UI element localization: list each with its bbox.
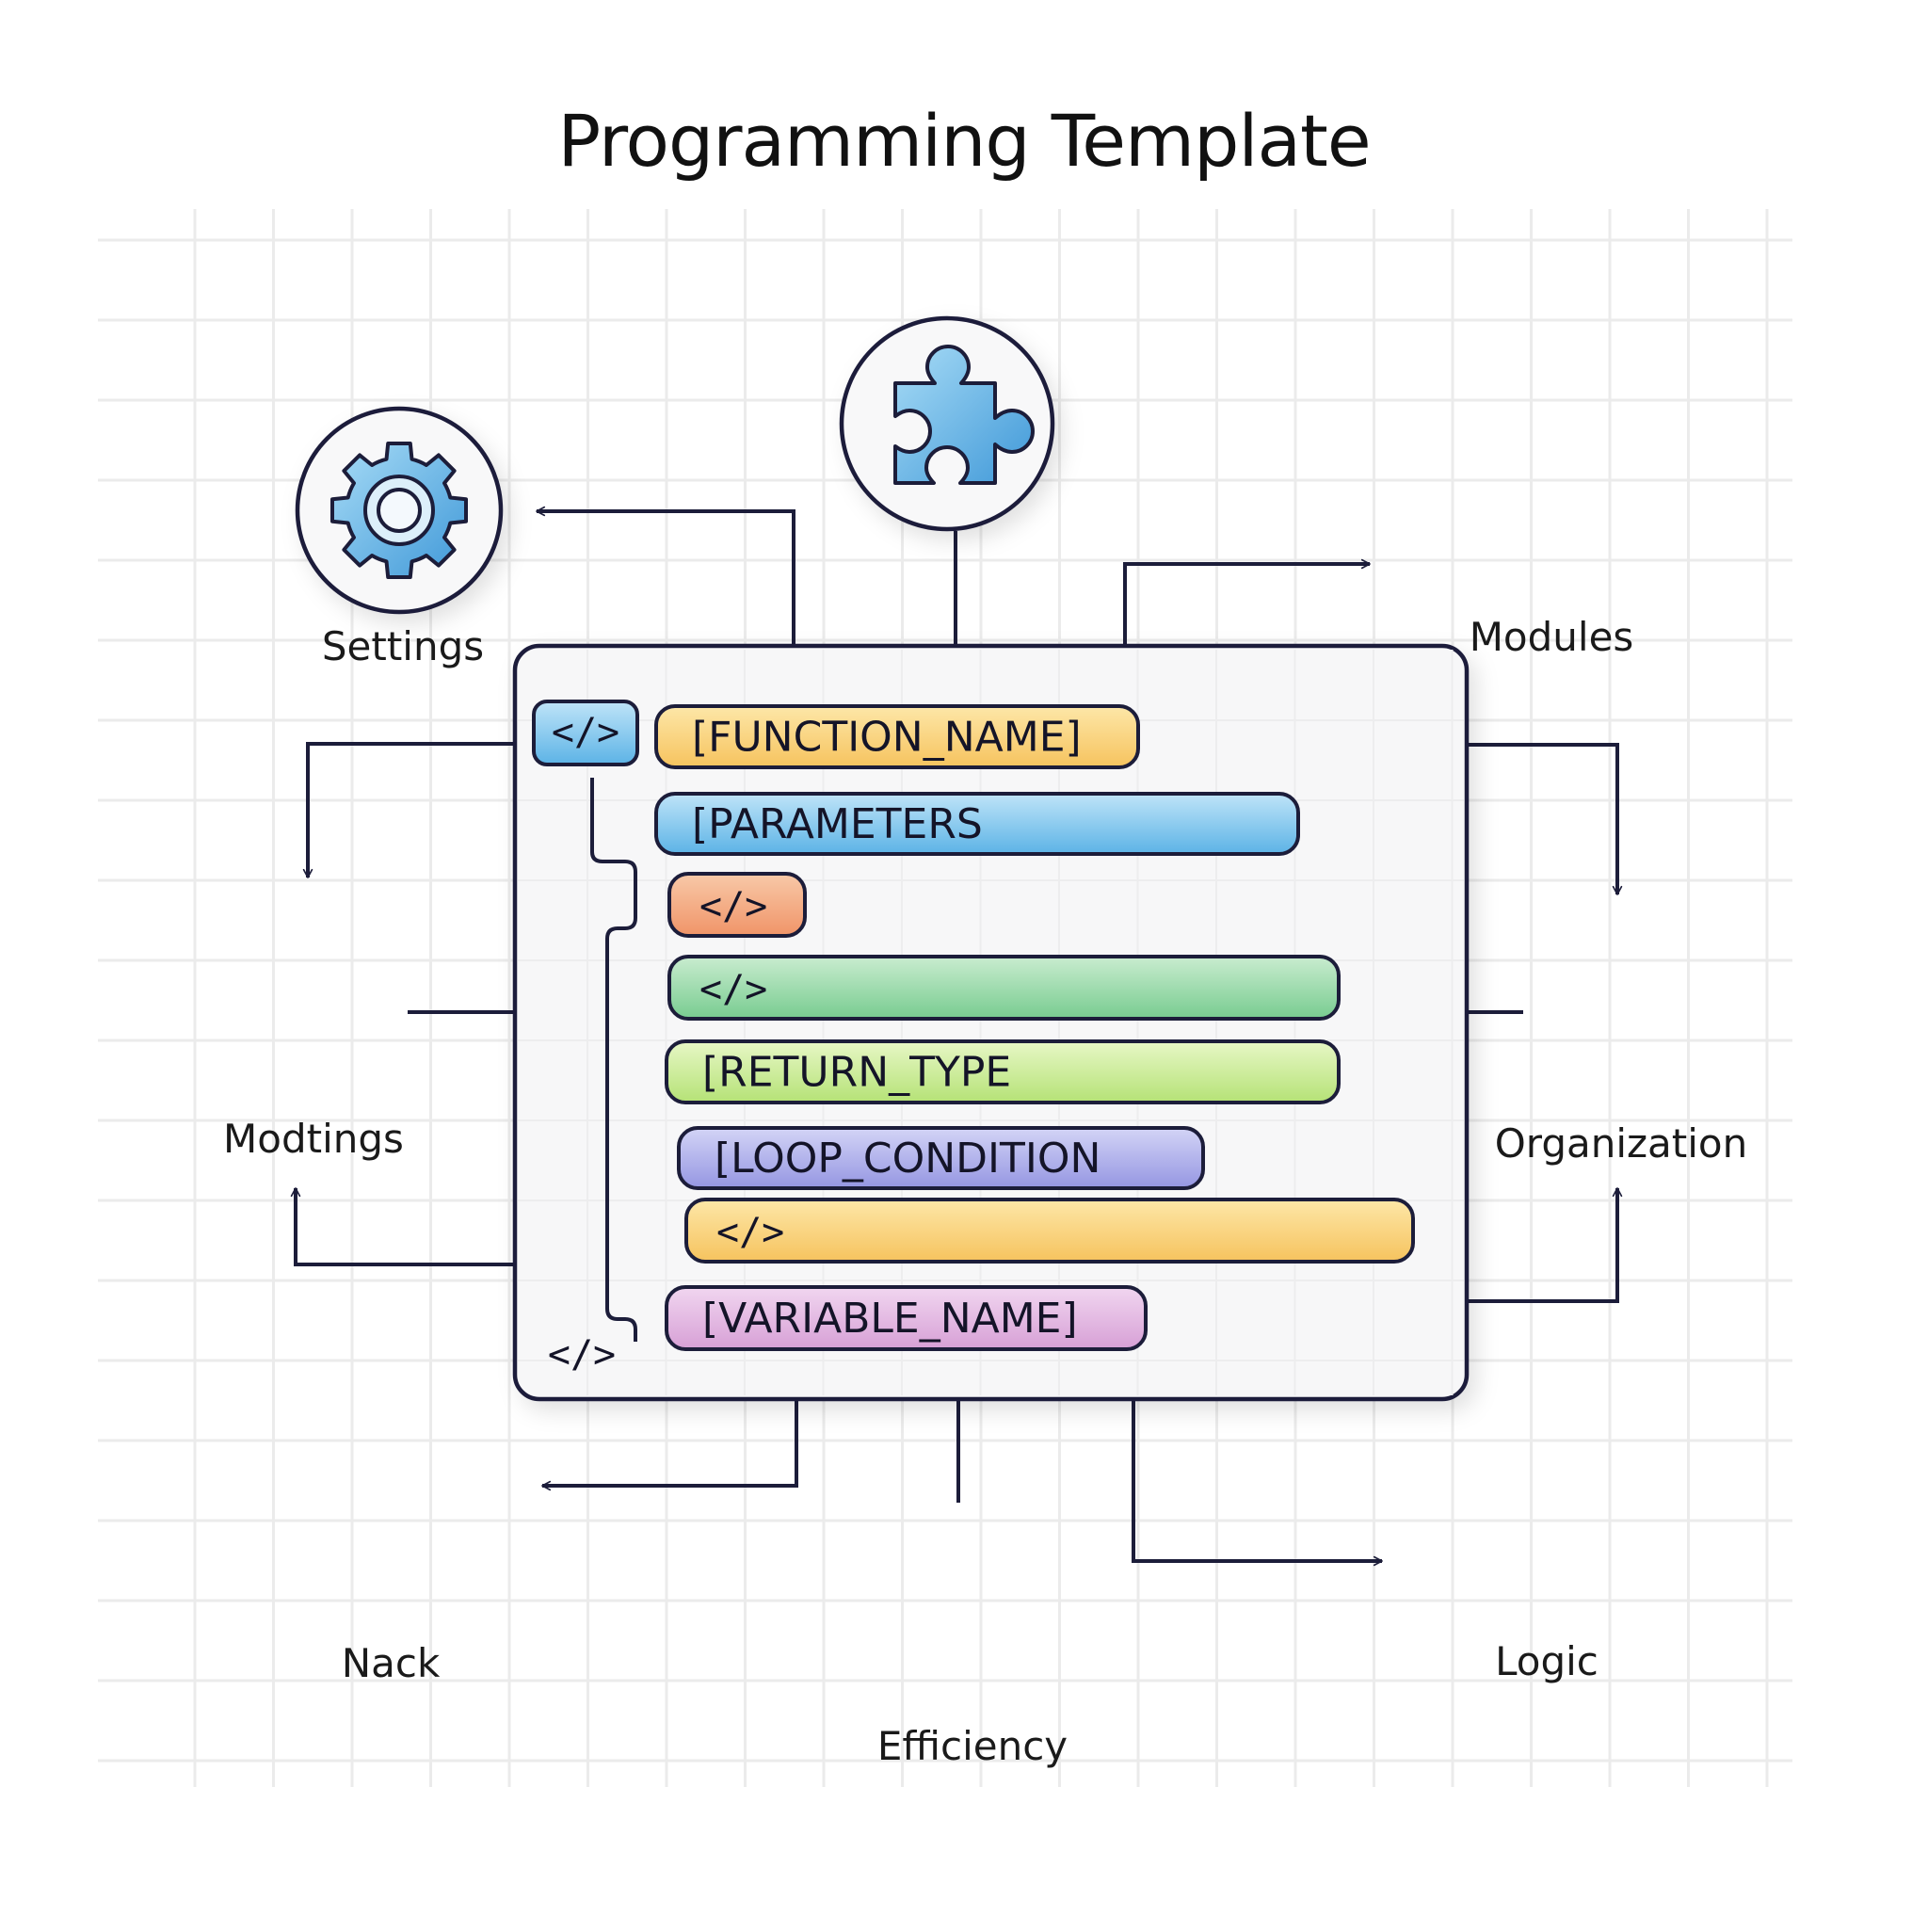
node-settings[interactable]	[295, 406, 504, 615]
code-bar-shape	[667, 955, 1341, 1021]
connector-to-modtings-bottom	[290, 1187, 515, 1266]
code-bar-shape	[654, 792, 1300, 856]
open-tag-badge[interactable]: </>	[532, 700, 639, 766]
code-bar-shape	[665, 1285, 1148, 1351]
code-bar-label: [VARIABLE_NAME]	[702, 1295, 1078, 1343]
code-bar-shape	[677, 1126, 1205, 1190]
gear-icon	[330, 442, 468, 579]
code-bar[interactable]: </>	[667, 872, 807, 938]
open-tag-label: </>	[552, 711, 619, 754]
node-label-modules: Modules	[1469, 614, 1634, 660]
code-bar-label: </>	[699, 885, 767, 928]
connector-to-settings	[536, 506, 795, 646]
code-bar-label: [LOOP_CONDITION	[715, 1135, 1101, 1183]
code-bar-label: </>	[716, 1211, 784, 1254]
node-label-settings: Settings	[321, 623, 485, 669]
code-bar[interactable]: [PARAMETERS	[654, 792, 1300, 856]
code-bar[interactable]: [VARIABLE_NAME]	[665, 1285, 1148, 1351]
puzzle-piece-icon	[893, 345, 1035, 485]
connector-to-nack	[541, 1399, 798, 1491]
code-bar[interactable]: [RETURN_TYPE	[665, 1039, 1341, 1104]
code-bar[interactable]: [LOOP_CONDITION	[677, 1126, 1205, 1190]
code-bar-label: [PARAMETERS	[692, 800, 983, 848]
code-bar-shape	[667, 872, 807, 938]
code-bars: [FUNCTION_NAME] [PARAMETERS </> </> [RETURN_…	[654, 704, 1415, 1351]
connector-to-organization-bottom	[1467, 1187, 1623, 1303]
node-label-organization: Organization	[1494, 1120, 1748, 1167]
connector-to-organization-top	[1467, 743, 1623, 895]
node-label-logic: Logic	[1495, 1638, 1599, 1684]
node-label-efficiency: Efficiency	[876, 1723, 1068, 1769]
code-bracket	[590, 778, 637, 1342]
node-puzzle[interactable]	[839, 315, 1055, 532]
code-bar-label: [FUNCTION_NAME]	[692, 714, 1082, 762]
code-bar-label: </>	[699, 968, 767, 1011]
close-tag-label: </>	[548, 1333, 616, 1377]
code-bar-shape	[665, 1039, 1341, 1104]
code-bar[interactable]: </>	[667, 955, 1341, 1021]
connector-to-modtings-top	[302, 742, 515, 878]
page-title: Programming Template	[557, 99, 1371, 183]
connector-to-logic	[1132, 1399, 1383, 1567]
code-panel: </> </> [FUNCTION_NAME] [PARAMETERS </> </>…	[512, 643, 1470, 1402]
code-bar-shape	[654, 704, 1140, 769]
code-bar[interactable]: [FUNCTION_NAME]	[654, 704, 1140, 769]
node-label-nack: Nack	[341, 1640, 441, 1686]
code-bar[interactable]: </>	[684, 1198, 1415, 1264]
connector-to-modules	[1123, 558, 1371, 646]
connectors	[290, 506, 1623, 1567]
code-bar-label: [RETURN_TYPE	[702, 1049, 1011, 1097]
node-label-modtings: Modtings	[223, 1116, 404, 1162]
code-bar-shape	[684, 1198, 1415, 1264]
